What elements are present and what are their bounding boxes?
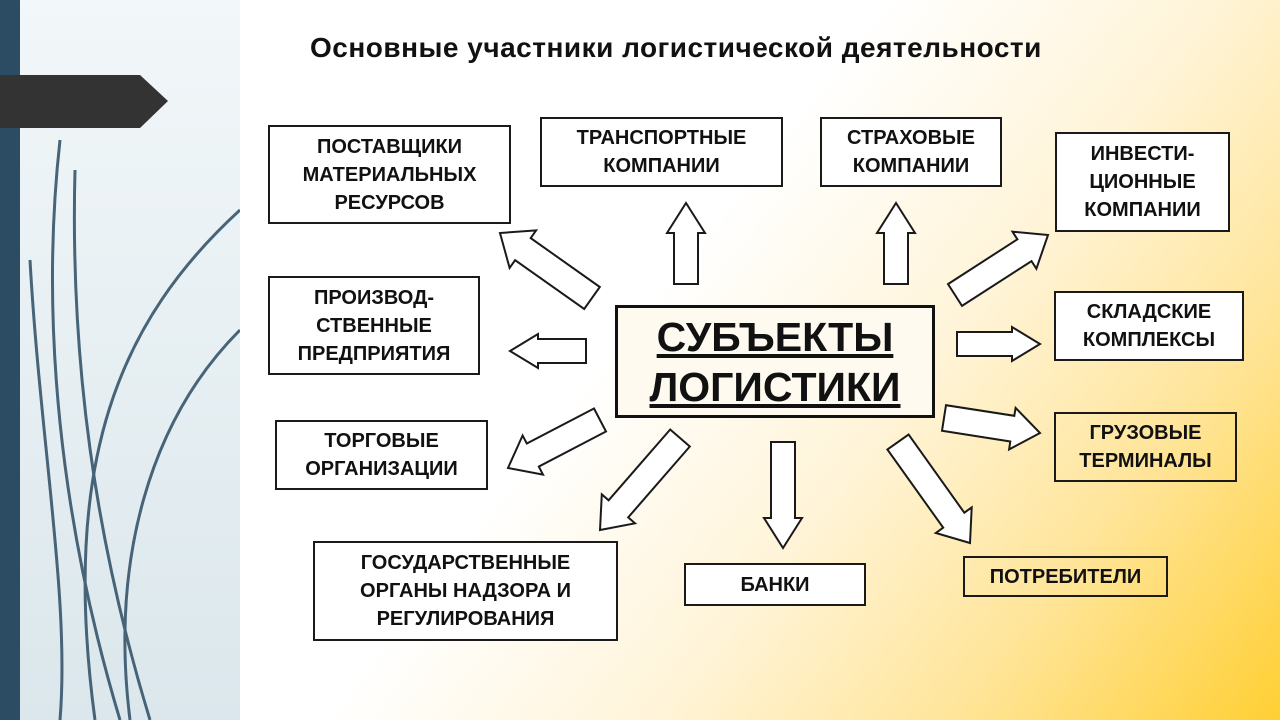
arrow-to-trade — [506, 407, 608, 476]
arrow-to-consumers — [886, 433, 973, 545]
arrow-to-banks — [762, 441, 804, 550]
center-logistics-subjects: СУБЪЕКТЫ ЛОГИСТИКИ — [615, 305, 935, 418]
left-accent-bar — [0, 0, 20, 720]
box-trade-organizations: ТОРГОВЫЕ ОРГАНИЗАЦИИ — [275, 420, 488, 490]
box-production-enterprises: ПРОИЗВОД- СТВЕННЫЕ ПРЕДПРИЯТИЯ — [268, 276, 480, 375]
box-investment-companies: ИНВЕСТИ- ЦИОННЫЕ КОМПАНИИ — [1055, 132, 1230, 232]
box-warehouse-complexes: СКЛАДСКИЕ КОМПЛЕКСЫ — [1054, 291, 1244, 361]
box-transport-companies: ТРАНСПОРТНЫЕ КОМПАНИИ — [540, 117, 783, 187]
arrow-to-government — [598, 428, 692, 532]
box-cargo-terminals: ГРУЗОВЫЕ ТЕРМИНАЛЫ — [1054, 412, 1237, 482]
box-suppliers: ПОСТАВЩИКИ МАТЕРИАЛЬНЫХ РЕСУРСОВ — [268, 125, 511, 224]
arrow-to-cargo — [940, 404, 1042, 452]
section-tab-marker — [0, 75, 168, 128]
box-insurance-companies: СТРАХОВЫЕ КОМПАНИИ — [820, 117, 1002, 187]
box-government-bodies: ГОСУДАРСТВЕННЫЕ ОРГАНЫ НАДЗОРА И РЕГУЛИР… — [313, 541, 618, 641]
arrow-to-transport — [665, 201, 707, 285]
arrow-to-investment — [946, 230, 1050, 308]
arrow-to-insurance — [875, 201, 917, 285]
arrow-to-production — [508, 332, 587, 370]
decorative-stems — [28, 139, 240, 720]
box-consumers: ПОТРЕБИТЕЛИ — [963, 556, 1168, 597]
box-banks: БАНКИ — [684, 563, 866, 606]
slide-title: Основные участники логистической деятель… — [310, 32, 1042, 63]
arrow-to-suppliers — [498, 229, 602, 311]
arrow-to-warehouse — [956, 325, 1042, 363]
